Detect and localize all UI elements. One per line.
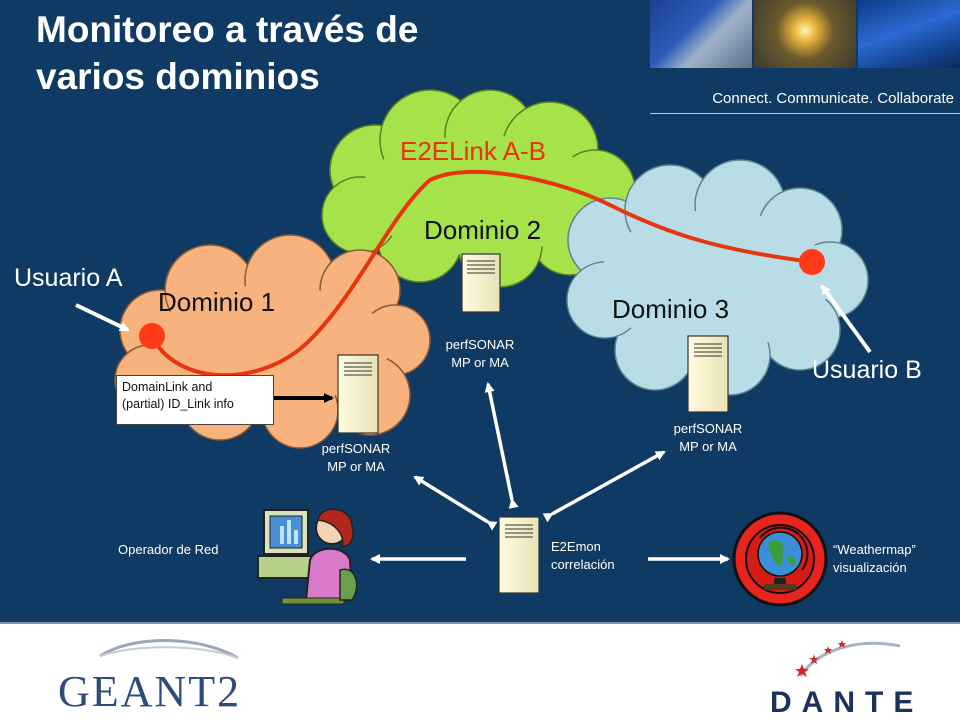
dante-logo-text: DANTE [770,686,923,719]
perfsonar-name: perfSONAR [321,441,391,456]
perfsonar-role: MP or MA [451,355,509,370]
slide-title: Monitoreo a través de varios dominios [36,6,596,100]
network-diagram [75,89,872,607]
domain-2-label: Dominio 2 [424,215,542,245]
domain-2-cloud [321,89,636,288]
perfsonar-role: MP or MA [679,439,737,454]
weathermap-globe-icon [732,511,828,607]
perfsonar-name: perfSONAR [445,337,515,352]
title-line-1: Monitoreo a través de [36,9,419,50]
correlation-to-domain-2-arrow [484,382,519,509]
perfsonar-server-domain-3 [687,335,729,413]
eu-flags-photo [650,0,752,68]
perfsonar-server-domain-1 [337,354,379,434]
geant2-logo-text: GEANT2 [58,667,241,716]
tagline: Connect. Communicate. Collaborate [712,90,954,107]
domain-1-label: Dominio 1 [158,287,276,317]
perfsonar-domain-3-label: perfSONAR MP or MA [658,420,758,456]
domain-link-info-note: DomainLink and (partial) ID_Link info [116,375,274,425]
correlation-to-domain-3-arrow [542,450,666,523]
e2emon-correlation-label: E2Emon correlación [551,538,615,574]
user-a-arrow [75,303,130,332]
perfsonar-name: perfSONAR [673,421,743,436]
weathermap-text: visualización [833,560,907,575]
e2e-link-path [150,169,813,378]
user-b-label: Usuario B [812,356,922,384]
correlation-to-domain-1-arrow [413,475,498,531]
user-a-endpoint [139,323,165,349]
title-line-2: varios dominios [36,56,320,97]
perfsonar-domain-2-label: perfSONAR MP or MA [430,336,530,372]
circuit-map-photo [858,0,960,68]
domain-3-cloud [566,159,869,396]
user-b-arrow [820,284,872,354]
e2emon-name: E2Emon [551,539,601,554]
network-operator-label: Operador de Red [118,542,219,557]
weathermap-name: “Weathermap” [833,542,916,557]
network-operator-icon [257,508,358,605]
perfsonar-domain-1-label: perfSONAR MP or MA [306,440,406,476]
dante-logo: DANTE [770,640,923,719]
weathermap-label: “Weathermap” visualización [833,541,916,577]
header-photo-strip [650,0,960,68]
perfsonar-server-domain-2 [461,253,501,313]
correlation-text: correlación [551,557,615,572]
note-line-2: (partial) ID_Link info [122,397,234,411]
e2e-link-label: E2ELink A-B [400,136,546,166]
note-line-1: DomainLink and [122,380,213,394]
light-photo [754,0,856,68]
e2emon-server [498,516,540,594]
tagline-rule [650,113,960,114]
user-a-label: Usuario A [14,264,123,292]
geant2-logo: GEANT2 [58,638,241,716]
perfsonar-role: MP or MA [327,459,385,474]
domain-3-label: Dominio 3 [612,294,730,324]
user-b-endpoint [799,249,825,275]
